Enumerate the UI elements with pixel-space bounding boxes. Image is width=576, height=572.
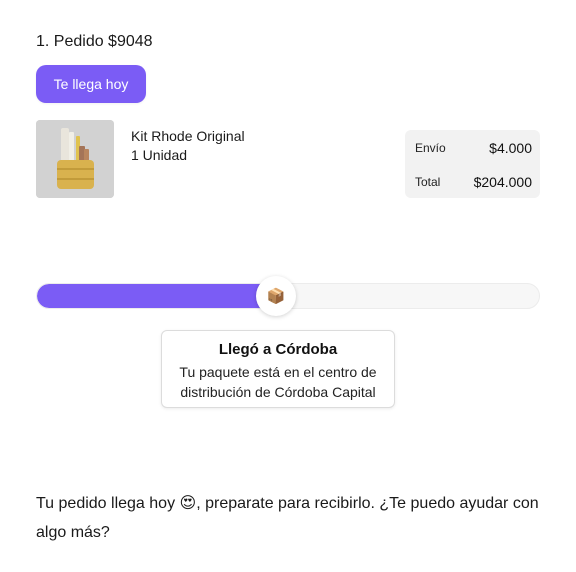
tooltip-body: Tu paquete está en el centro de distribu… [179, 364, 377, 400]
message-text-end: , preparate para recibirlo. ¿Te puedo ay… [36, 495, 539, 541]
product-name: Kit Rhode Original [131, 128, 245, 144]
tracking-tooltip: Llegó a Córdoba Tu paquete está en el ce… [161, 330, 395, 408]
status-button[interactable]: Te llega hoy [36, 65, 146, 103]
order-summary: Envío $4.000 Total $204.000 [405, 130, 540, 198]
order-title: 1. Pedido $9048 [36, 33, 153, 50]
message-text-start: Tu pedido llega hoy [36, 495, 180, 512]
shipping-value: $4.000 [489, 140, 532, 156]
heart-eyes-emoji-icon: 😍 [179, 495, 197, 512]
tooltip-title: Llegó a Córdoba [218, 341, 338, 358]
total-value: $204.000 [473, 174, 532, 190]
shipping-label: Envío [415, 141, 446, 155]
shipping-row: Envío $4.000 [415, 138, 532, 158]
product-image[interactable] [36, 120, 114, 198]
total-label: Total [415, 175, 441, 189]
tracking-knob[interactable]: 📦 [256, 276, 296, 316]
assistant-message: Tu pedido llega hoy 😍, preparate para re… [36, 489, 546, 547]
package-icon: 📦 [266, 288, 286, 305]
product-quantity: 1 Unidad [131, 147, 188, 163]
total-row: Total $204.000 [415, 172, 532, 192]
product-photo-icon [36, 120, 114, 198]
tracking-progress-fill [37, 284, 278, 308]
